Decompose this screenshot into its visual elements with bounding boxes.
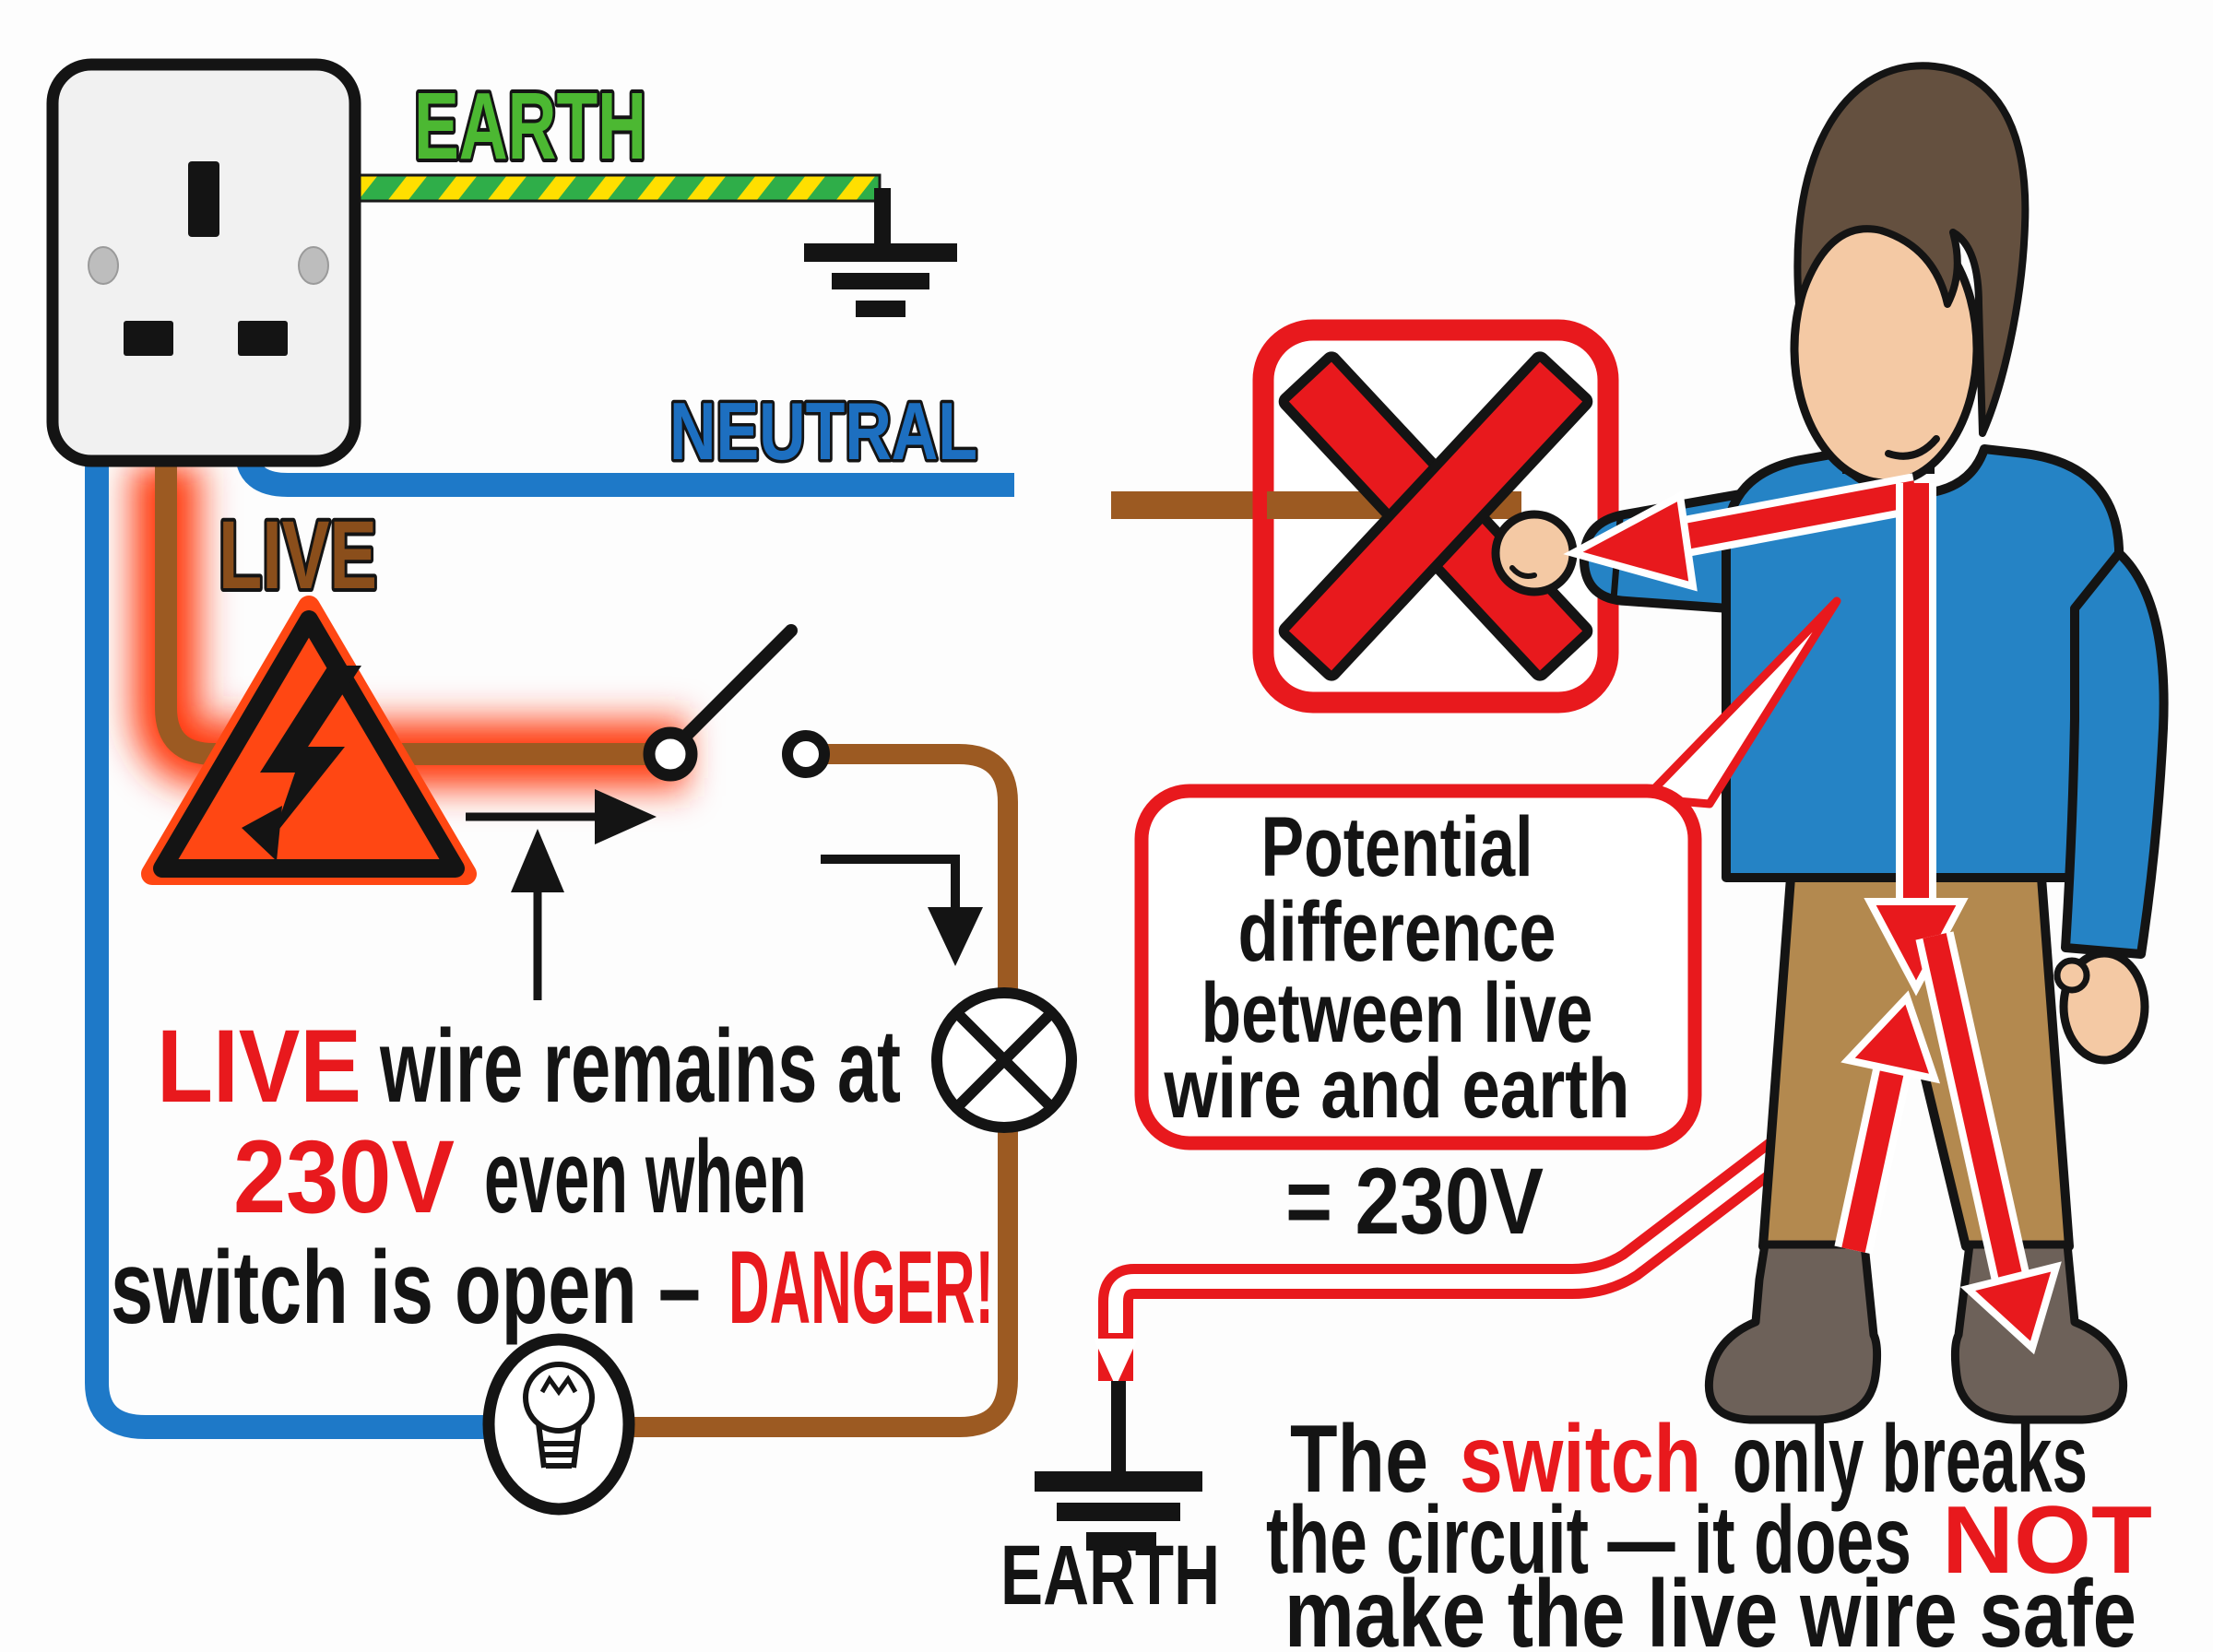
light-bulb-icon: [482, 1333, 635, 1516]
switch-open: [643, 624, 830, 782]
socket-live-pin: [124, 321, 173, 356]
uk-socket: [46, 58, 361, 467]
person-hand-grabbing: [1491, 510, 1578, 596]
bottom-caption-l1b: only breaks: [1733, 1406, 2088, 1513]
ground-symbol-top: [804, 188, 957, 317]
person-arm-hanging: [2061, 549, 2169, 959]
bottom-caption-l3: make the live wire safe: [1284, 1561, 2136, 1652]
warning-caption-live: LIVE: [157, 1009, 361, 1124]
switch-terminal-left: [643, 726, 698, 782]
bubble-line4: wire and earth: [1164, 1042, 1630, 1136]
lightning-bolt-icon: [242, 666, 361, 861]
socket-screw-right: [298, 246, 329, 285]
voltage-value: = 230V: [1285, 1149, 1544, 1254]
warning-caption-l2: even when: [484, 1119, 807, 1234]
arrow-down-leg-icon: [1959, 1261, 2062, 1355]
bottom-caption-l1a: The: [1290, 1406, 1428, 1513]
bottom-caption-switch: switch: [1460, 1406, 1701, 1513]
bubble-line3: between live: [1201, 966, 1593, 1060]
lamp-symbol: [931, 987, 1077, 1133]
arrow-up-icon: [511, 829, 564, 892]
person-smile: [1885, 435, 1940, 460]
current-path-to-earth: [1094, 1059, 1892, 1386]
arrow-down-icon: [928, 907, 983, 966]
warning-caption-230v: 230V: [233, 1119, 455, 1234]
switch-terminal-right: [782, 730, 830, 778]
bottom-caption-not: NOT: [1942, 1487, 2152, 1594]
neutral-return-wire: [85, 452, 491, 1439]
bottom-caption: The switch only breaks the circuit — it …: [1266, 1406, 2152, 1652]
warning-caption-danger: DANGER!: [728, 1230, 994, 1345]
bubble-text: Potential difference between live wire a…: [1164, 800, 1630, 1136]
switch-lever: [678, 624, 798, 744]
socket-neutral-pin: [238, 321, 288, 356]
path-arrowhead-icon: [1094, 1339, 1138, 1386]
bubble-line2: difference: [1238, 885, 1556, 979]
earth-wire: [356, 173, 882, 203]
switch-gap-arrows: [466, 789, 657, 1000]
lamp-pointer-arrow: [821, 855, 983, 966]
speech-bubble: [1134, 784, 1702, 1150]
live-label: LIVE: [219, 502, 377, 609]
arrow-to-hand-icon: [1563, 490, 1698, 592]
socket-screw-left: [88, 246, 119, 285]
warning-caption-l1: wire remains at: [379, 1009, 901, 1124]
ground-symbol-bottom: [1035, 1381, 1202, 1551]
shock-current-arrows: [1563, 473, 2062, 1355]
socket-earth-pin: [188, 161, 219, 237]
x-mark-icon: [1278, 351, 1593, 681]
arrow-up-leg-icon: [1840, 990, 1941, 1084]
warning-caption-l3: switch is open –: [111, 1230, 701, 1345]
arrow-right-icon: [595, 789, 657, 844]
warning-caption: LIVE wire remains at 230V even when swit…: [111, 1009, 994, 1345]
earth-label: EARTH: [414, 73, 646, 179]
earth-bottom-label: EARTH: [1000, 1528, 1220, 1622]
person: [1491, 62, 2169, 1424]
person-shoe-left: [1704, 1240, 1882, 1424]
neutral-label: NEUTRAL: [669, 385, 977, 477]
bubble-line1: Potential: [1261, 800, 1533, 894]
person-hair: [1793, 62, 2030, 437]
warning-triangle: [141, 596, 477, 885]
bottom-caption-l2a: the circuit — it does: [1266, 1487, 1911, 1594]
